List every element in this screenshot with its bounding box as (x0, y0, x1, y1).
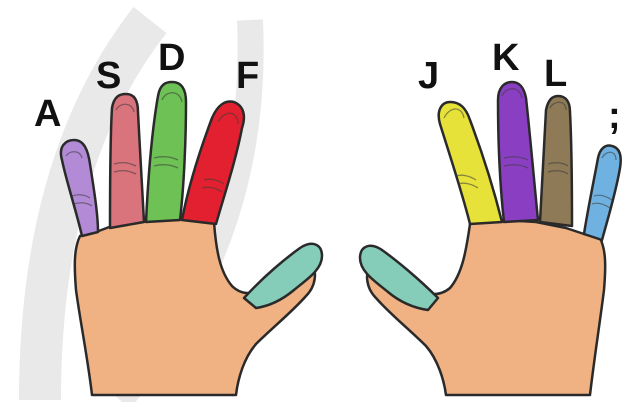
left-finger-s-ring (110, 94, 144, 228)
key-label-k: K (492, 37, 520, 79)
right-thumb-thumb (360, 246, 438, 310)
right-finger-k-middle (498, 82, 538, 222)
right-finger-semicolon-pinky (584, 146, 621, 241)
right-finger-j-index (439, 102, 502, 224)
key-label-f: F (236, 55, 259, 97)
right-finger-l-ring (540, 96, 572, 226)
key-label-d: D (158, 37, 185, 79)
right-palm (367, 220, 605, 395)
left-finger-d-middle (146, 82, 186, 222)
key-label-semicolon: ; (608, 95, 621, 137)
key-label-l: L (544, 53, 567, 95)
left-thumb-thumb (244, 244, 322, 308)
key-label-j: J (418, 55, 439, 97)
right-hand: J K L ; (360, 37, 621, 395)
key-label-s: S (96, 55, 121, 97)
left-palm (75, 218, 315, 395)
left-hand: A S D F (34, 37, 322, 395)
key-label-a: A (34, 93, 61, 135)
